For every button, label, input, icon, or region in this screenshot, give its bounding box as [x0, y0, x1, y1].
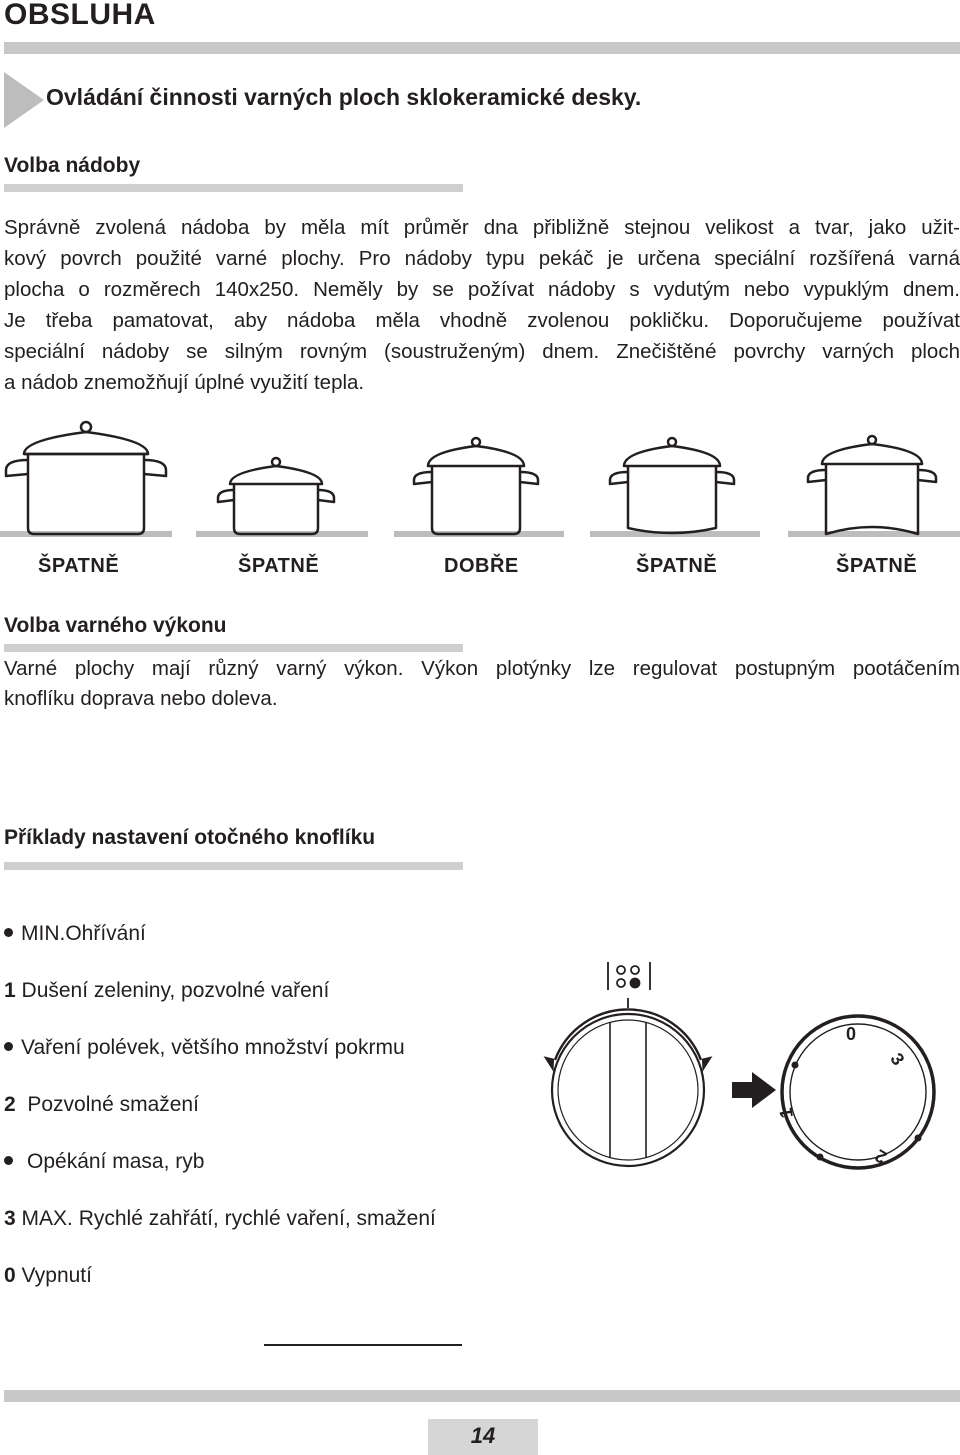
footnote-line — [264, 1344, 462, 1346]
knob-diagram: 0 3 2 1 — [543, 962, 936, 1170]
setting-item: 0 Vypnutí — [4, 1264, 92, 1288]
setting-item: Vaření polévek, většího množství pokrmu — [4, 1036, 405, 1060]
setting-text: Dušení zeleniny, pozvolné vaření — [21, 979, 330, 1002]
verdict-label: ŠPATNĚ — [38, 555, 120, 577]
setting-text: Pozvolné smažení — [27, 1093, 199, 1116]
play-triangle-icon — [4, 72, 44, 128]
dial-label-2: 2 — [872, 1145, 891, 1167]
setting-text: Vaření polévek, většího množství pokrmu — [21, 1036, 405, 1059]
page-number-box — [428, 1419, 538, 1455]
power-paragraph: Varné plochy mají různý varný výkon. Výk… — [4, 654, 960, 714]
verdict-label: DOBŘE — [444, 555, 519, 577]
setting-item: MIN.Ohřívání — [4, 922, 146, 946]
cookware-heading: Volba nádoby — [4, 154, 141, 177]
knob-examples-rule — [4, 862, 463, 870]
setting-marker: 2 — [4, 1093, 16, 1116]
setting-item: 2 Pozvolné smažení — [4, 1093, 199, 1117]
paragraph-line: Správně zvolená nádoba by měla mít průmě… — [4, 216, 960, 239]
bullet-dot-icon — [4, 927, 13, 937]
paragraph-line: speciální nádoby se silným rovným (soust… — [4, 340, 960, 363]
pot-too-large — [0, 420, 172, 537]
dial-label-3: 3 — [886, 1049, 908, 1069]
cookware-rule — [4, 184, 463, 192]
setting-text: Vypnutí — [21, 1264, 92, 1287]
footer-divider — [4, 1390, 960, 1402]
bullet-dot-icon — [4, 1041, 13, 1051]
page-number: 14 — [470, 1423, 496, 1448]
pot-correct — [394, 436, 564, 537]
paragraph-line: a nádob znemožňují úplné využití tepla. — [4, 371, 365, 394]
power-rule — [4, 644, 463, 652]
knob-examples-heading: Příklady nastavení otočného knoflíku — [4, 826, 376, 849]
bullet-dot-icon — [4, 1155, 13, 1165]
pot-too-small — [196, 456, 368, 537]
pot-convex-bottom — [590, 436, 760, 537]
cookware-paragraph: Správně zvolená nádoba by měla mít průmě… — [4, 212, 960, 398]
setting-text: Opékání masa, ryb — [27, 1150, 205, 1173]
setting-text: MIN.Ohřívání — [21, 922, 146, 945]
section-heading: Ovládání činnosti varných ploch sklokera… — [46, 84, 642, 110]
paragraph-line: Je třeba pamatovat, aby nádoba měla vhod… — [4, 309, 960, 332]
paragraph-line: Varné plochy mají různý varný výkon. Výk… — [4, 657, 960, 680]
dial-label-1: 1 — [775, 1106, 796, 1119]
paragraph-line: kový povrch použité varné plochy. Pro ná… — [4, 247, 960, 270]
pots-illustration — [0, 420, 960, 537]
arrow-right-icon — [732, 1072, 776, 1108]
setting-marker: 0 — [4, 1264, 16, 1287]
setting-item: 1 Dušení zeleniny, pozvolné vaření — [4, 979, 329, 1003]
title-divider — [4, 42, 960, 54]
verdict-label: ŠPATNĚ — [836, 555, 918, 577]
cooking-zone-indicator-icon — [607, 962, 651, 1008]
setting-item: Opékání masa, ryb — [4, 1150, 204, 1174]
verdict-label: ŠPATNĚ — [238, 555, 320, 577]
page-title: OBSLUHA — [4, 0, 156, 31]
setting-marker: 3 — [4, 1207, 16, 1230]
knob-dial-scale — [780, 1014, 936, 1170]
setting-item: 3 MAX. Rychlé zahřátí, rychlé vaření, sm… — [4, 1207, 436, 1231]
power-heading: Volba varného výkonu — [4, 614, 227, 637]
dial-label-0: 0 — [846, 1024, 856, 1044]
setting-text: MAX. Rychlé zahřátí, rychlé vaření, smaž… — [21, 1207, 436, 1230]
pot-concave-bottom — [788, 434, 960, 537]
paragraph-line: plocha o rozměrech 140x250. Neměly by se… — [4, 278, 960, 301]
setting-marker: 1 — [4, 979, 16, 1002]
knob-front-view — [543, 1008, 713, 1168]
verdict-label: ŠPATNĚ — [636, 555, 718, 577]
paragraph-line: knoflíku doprava nebo doleva. — [4, 687, 278, 710]
